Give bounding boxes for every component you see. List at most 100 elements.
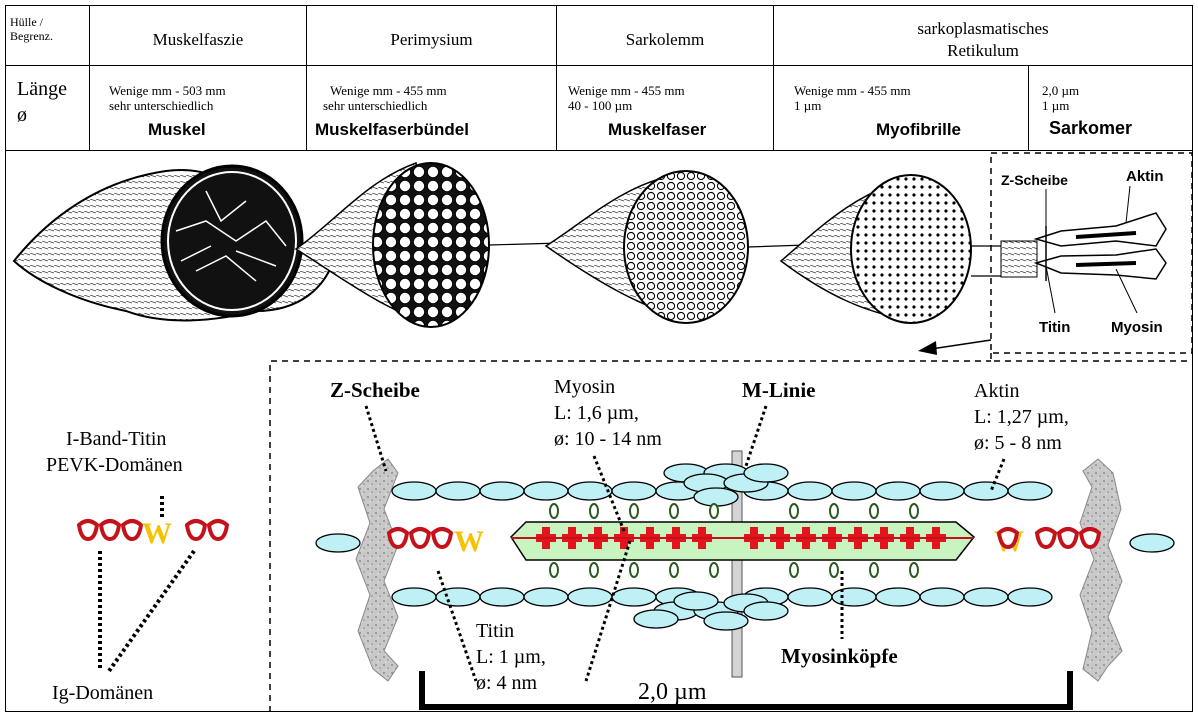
structure-cell-muskelfaserbuendel: Wenige mm - 455 mm sehr unterschiedlich …: [307, 66, 556, 150]
label-z-scheibe: Z-Scheibe: [330, 378, 420, 402]
muscle-drawing: [14, 166, 351, 320]
mini-label-myosin: Myosin: [1111, 319, 1163, 336]
ig-domain: [1037, 529, 1055, 547]
titin-legend: I-Band-Titin PEVK-Domänen W Ig-Domänen: [46, 428, 227, 704]
actin-bead: [832, 588, 876, 606]
ig-domain: [101, 521, 119, 539]
myosin-head-ring: [630, 504, 638, 518]
actin-bead: [392, 588, 436, 606]
myosin-head-ring: [710, 504, 718, 518]
myosin-head-ring: [870, 563, 878, 577]
label-ig-domaenen: Ig-Domänen: [52, 682, 153, 704]
label-titin-title: Titin: [476, 620, 514, 642]
pevk-domain: W: [454, 525, 484, 558]
structure-cell-sarkomer: 2,0 µm 1 µm Sarkomer: [1029, 66, 1192, 150]
label-myosin-title: Myosin: [554, 376, 615, 398]
fascicle-drawing: [296, 163, 561, 327]
label-aktin-length: L: 1,27 µm,: [974, 406, 1069, 428]
structure-name-myofibrille: Myofibrille: [876, 120, 961, 140]
structure-name-sarkomer: Sarkomer: [1049, 118, 1132, 139]
row-label-huelle: Hülle /Begrenz.: [10, 15, 90, 43]
structure-name-muskelfaser: Muskelfaser: [608, 120, 706, 140]
actin-bead: [876, 482, 920, 500]
myofibril-drawing: [781, 175, 1037, 323]
label-titin-diameter: ø: 4 nm: [476, 672, 538, 694]
myosin-head-ring: [670, 504, 678, 518]
myosin-head-ring: [710, 563, 718, 577]
mini-label-aktin: Aktin: [1126, 168, 1164, 185]
myosin-head-ring: [790, 563, 798, 577]
actin-bead: [480, 482, 524, 500]
ig-domain: [123, 521, 141, 539]
label-aktin-title: Aktin: [974, 380, 1020, 402]
ig-domain: [411, 529, 429, 547]
actin-bead: [744, 602, 788, 620]
actin-bead: [634, 610, 678, 628]
ig-domain: [389, 529, 407, 547]
muscle-fiber-drawing: [546, 171, 806, 323]
structure-cell-muskelfaser: Wenige mm - 455 mm 40 - 100 µm Muskelfas…: [557, 66, 773, 150]
structure-name-muskel: Muskel: [148, 120, 206, 140]
actin-bead: [876, 588, 920, 606]
actin-bead: [920, 482, 964, 500]
pevk-domain: W: [142, 517, 172, 550]
actin-bead: [568, 588, 612, 606]
actin-bead: [964, 588, 1008, 606]
mini-label-z-scheibe: Z-Scheibe: [1001, 172, 1068, 188]
ig-domain: [1059, 529, 1077, 547]
ig-domain: [433, 529, 451, 547]
label-titin-length: L: 1 µm,: [476, 646, 546, 668]
actin-bead: [316, 534, 360, 552]
myosin-head-ring: [550, 504, 558, 518]
actin-bead: [1008, 482, 1052, 500]
actin-bead: [480, 588, 524, 606]
structure-cell-muskel: Wenige mm - 503 mm sehr unterschiedlich …: [90, 66, 306, 150]
header-muskelfaszie: Muskelfaszie: [90, 30, 306, 50]
label-pevk-domaenen: PEVK-Domänen: [46, 454, 183, 476]
actin-bead: [744, 464, 788, 482]
mini-label-titin: Titin: [1039, 319, 1070, 336]
actin-bead: [524, 588, 568, 606]
myosin-head-ring: [590, 563, 598, 577]
header-perimysium: Perimysium: [307, 30, 556, 50]
ig-domain: [999, 529, 1017, 547]
structure-cell-myofibrille: Wenige mm - 455 mm 1 µm Myofibrille: [774, 66, 1028, 150]
actin-bead: [1130, 534, 1174, 552]
ig-domain: [79, 521, 97, 539]
muscle-hierarchy-illustration: Z-Scheibe Aktin Titin Myosin WWW I-Band-…: [6, 151, 1192, 712]
myosin-head-ring: [590, 504, 598, 518]
myosin-head-ring: [910, 563, 918, 577]
arrow-icon: [918, 341, 937, 355]
actin-bead: [964, 482, 1008, 500]
header-sarkolemm: Sarkolemm: [557, 30, 773, 50]
ig-domain: [209, 521, 227, 539]
actin-bead: [392, 482, 436, 500]
actin-bead: [612, 482, 656, 500]
myosin-head-ring: [630, 563, 638, 577]
actin-bead: [788, 482, 832, 500]
ig-domain: [187, 521, 205, 539]
label-aktin-diameter: ø: 5 - 8 nm: [974, 432, 1062, 454]
myosin-head-ring: [830, 563, 838, 577]
actin-bead: [612, 588, 656, 606]
actin-bead: [524, 482, 568, 500]
actin-bead: [832, 482, 876, 500]
actin-bead: [436, 482, 480, 500]
myosin-head-ring: [910, 504, 918, 518]
figure-frame: Hülle /Begrenz. Muskelfaszie Perimysium …: [5, 5, 1193, 712]
actin-bead: [694, 488, 738, 506]
structure-name-muskelfaserbuendel: Muskelfaserbündel: [315, 120, 469, 140]
actin-bead: [788, 588, 832, 606]
myosin-head-ring: [870, 504, 878, 518]
label-myosin-length: L: 1,6 µm,: [554, 402, 639, 424]
label-myosinkoepfe: Myosinköpfe: [781, 644, 898, 668]
sarcomere-mini-drawing: [1036, 213, 1166, 281]
ig-domain: [1081, 529, 1099, 547]
label-m-linie: M-Linie: [742, 378, 816, 402]
myosin-head-ring: [790, 504, 798, 518]
actin-bead: [436, 588, 480, 606]
actin-bead: [920, 588, 964, 606]
myosin-head-ring: [550, 563, 558, 577]
